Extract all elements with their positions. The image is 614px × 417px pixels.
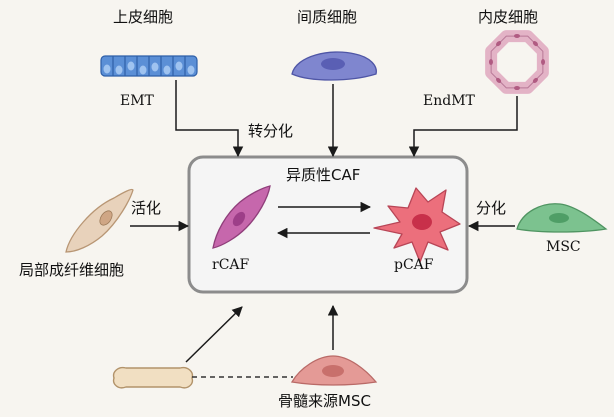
endothelial-nucleus	[496, 77, 502, 83]
bm-msc-cell-icon	[290, 355, 378, 386]
epithelial-cells-icon	[100, 55, 198, 77]
endothelial-nucleus	[532, 77, 538, 83]
bone-icon	[112, 366, 194, 389]
endothelial-nucleus	[514, 33, 520, 38]
endothelial-nucleus	[514, 86, 520, 91]
rcaf-label: rCAF	[212, 257, 250, 273]
msc-label: MSC	[546, 239, 581, 255]
fibroblast-cell-icon	[65, 188, 134, 253]
pcaf-label: pCAF	[394, 257, 434, 273]
endothelial-cells-icon	[485, 30, 549, 94]
rcaf-cell-icon	[212, 185, 271, 249]
bone-marrow-msc-label: 骨髓来源MSC	[278, 392, 371, 410]
mesenchymal-label: 间质细胞	[297, 8, 358, 26]
epithelial-label: 上皮细胞	[113, 8, 174, 26]
emt-arrow	[175, 80, 244, 158]
msc-cell-icon	[516, 203, 608, 233]
endothelial-nucleus	[532, 41, 538, 47]
caf-box-title: 异质性CAF	[286, 166, 361, 184]
transdifferentiation-label: 转分化	[248, 122, 294, 140]
local-fibroblast-label: 局部成纤维细胞	[19, 261, 125, 279]
pcaf-cell-icon	[373, 187, 461, 263]
mesenchymal-cell-icon	[291, 51, 377, 81]
differentiation-label: 分化	[476, 199, 507, 217]
endothelial-nucleus	[541, 59, 546, 65]
bone-to-box-arrow	[185, 306, 243, 363]
emt-label: EMT	[120, 93, 154, 109]
endothelial-label: 内皮细胞	[478, 8, 539, 26]
endothelial-nucleus	[488, 59, 493, 65]
endmt-label: EndMT	[423, 93, 475, 109]
activation-label: 活化	[131, 199, 162, 217]
endmt-arrow	[408, 96, 518, 158]
endothelial-nucleus	[496, 41, 502, 47]
